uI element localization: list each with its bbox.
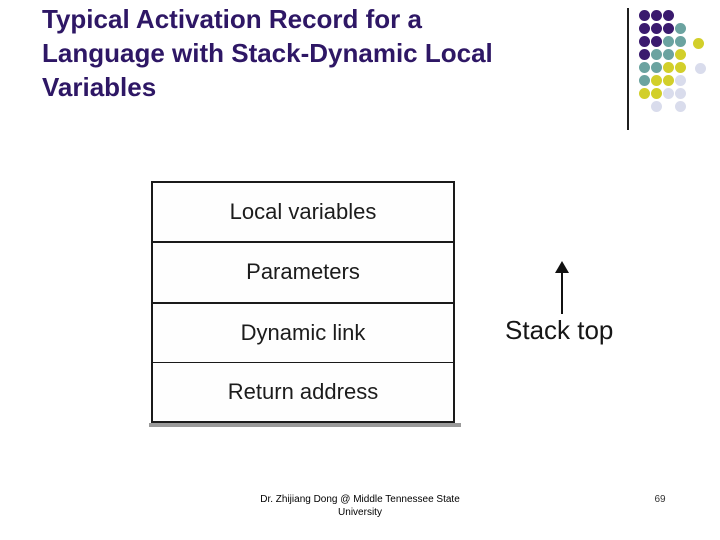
decorative-dot (662, 87, 674, 99)
decorative-dot (650, 48, 662, 60)
record-cell-label: Parameters (246, 259, 360, 285)
stack-top-label: Stack top (505, 315, 614, 345)
decorative-dot (638, 87, 650, 99)
decorative-dot (662, 61, 674, 73)
slide-title-line: Variables (42, 72, 157, 102)
slide-title-line: Typical Activation Record for a (42, 4, 422, 34)
decorative-dot (674, 61, 686, 73)
decorative-dot (662, 74, 674, 86)
decorative-dot (674, 22, 686, 34)
decorative-dot (674, 74, 686, 86)
decorative-dot (638, 48, 650, 60)
decorative-dot (650, 35, 662, 47)
decorative-dot (638, 35, 650, 47)
record-cell-parameters: Parameters (153, 243, 453, 304)
footer-credit-line: University (338, 507, 382, 518)
decorative-dot (650, 9, 662, 21)
decorative-dot (674, 48, 686, 60)
decorative-dot (650, 61, 662, 73)
page-number: 69 (654, 494, 666, 505)
decorative-dot (662, 9, 674, 21)
record-cell-label: Local variables (229, 199, 377, 225)
record-cell-return-address: Return address (153, 363, 453, 421)
diagram-shadow (149, 423, 461, 427)
decorative-dot (638, 9, 650, 21)
slide-title-line: Language with Stack-Dynamic Local (42, 38, 493, 68)
decorative-dot (662, 35, 674, 47)
footer-credit: Dr. Zhijiang Dong @ Middle Tennessee Sta… (235, 493, 485, 519)
record-cell-local-variables: Local variables (153, 183, 453, 244)
record-cell-label: Return address (227, 378, 379, 404)
decorative-dot (650, 100, 662, 112)
decorative-dot (692, 37, 704, 49)
record-cell-dynamic-link: Dynamic link (153, 304, 453, 363)
decorative-separator-line (627, 8, 629, 130)
decorative-dot (662, 22, 674, 34)
decorative-dot (650, 74, 662, 86)
decorative-dot (674, 35, 686, 47)
arrow-up-icon (555, 261, 569, 273)
decorative-dot (674, 87, 686, 99)
footer-credit-line: Dr. Zhijiang Dong @ Middle Tennessee Sta… (260, 494, 460, 505)
slide-title: Typical Activation Record for a Language… (42, 2, 602, 104)
record-cell-label: Dynamic link (240, 319, 366, 345)
decorative-dot (650, 22, 662, 34)
decorative-dot (650, 87, 662, 99)
stack-top-arrow-shaft (561, 271, 563, 314)
decorative-dot (694, 62, 706, 74)
decorative-dot (638, 61, 650, 73)
decorative-dot (638, 74, 650, 86)
decorative-dot (662, 48, 674, 60)
activation-record-diagram: Local variables Parameters Dynamic link … (151, 181, 455, 423)
decorative-dot (674, 100, 686, 112)
decorative-dot (638, 22, 650, 34)
